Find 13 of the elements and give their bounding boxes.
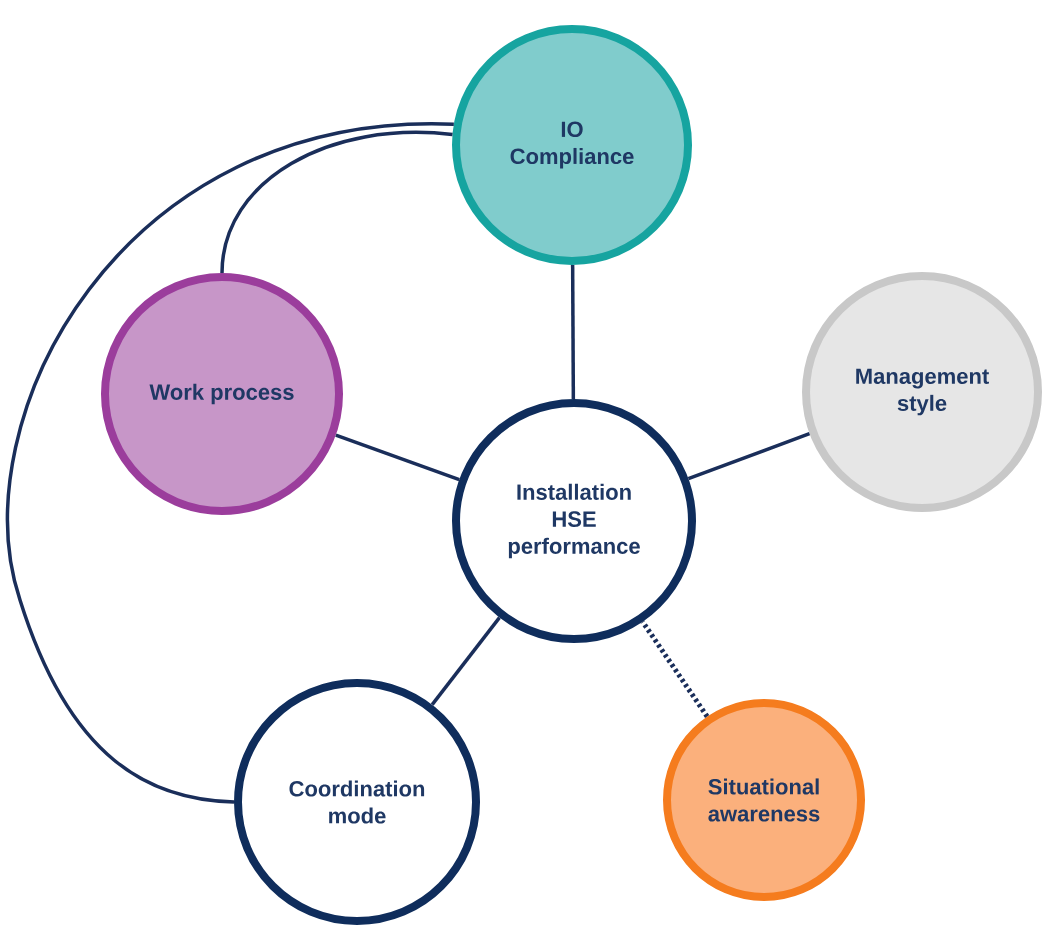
circle-node: Situational awareness <box>663 699 865 901</box>
connector-line <box>6 122 454 804</box>
connector-line <box>687 432 811 481</box>
circle-node: Work process <box>101 273 343 515</box>
connector-line <box>335 433 460 482</box>
circle-node: Coordination mode <box>234 679 480 925</box>
circle-node: Management style <box>802 272 1042 512</box>
circle-node: Installation HSE performance <box>452 399 696 643</box>
connector-line <box>570 265 576 399</box>
connector-line <box>640 620 710 718</box>
connector-line <box>220 130 453 274</box>
circle-node: IO Compliance <box>452 25 692 265</box>
connector-line <box>430 616 501 706</box>
